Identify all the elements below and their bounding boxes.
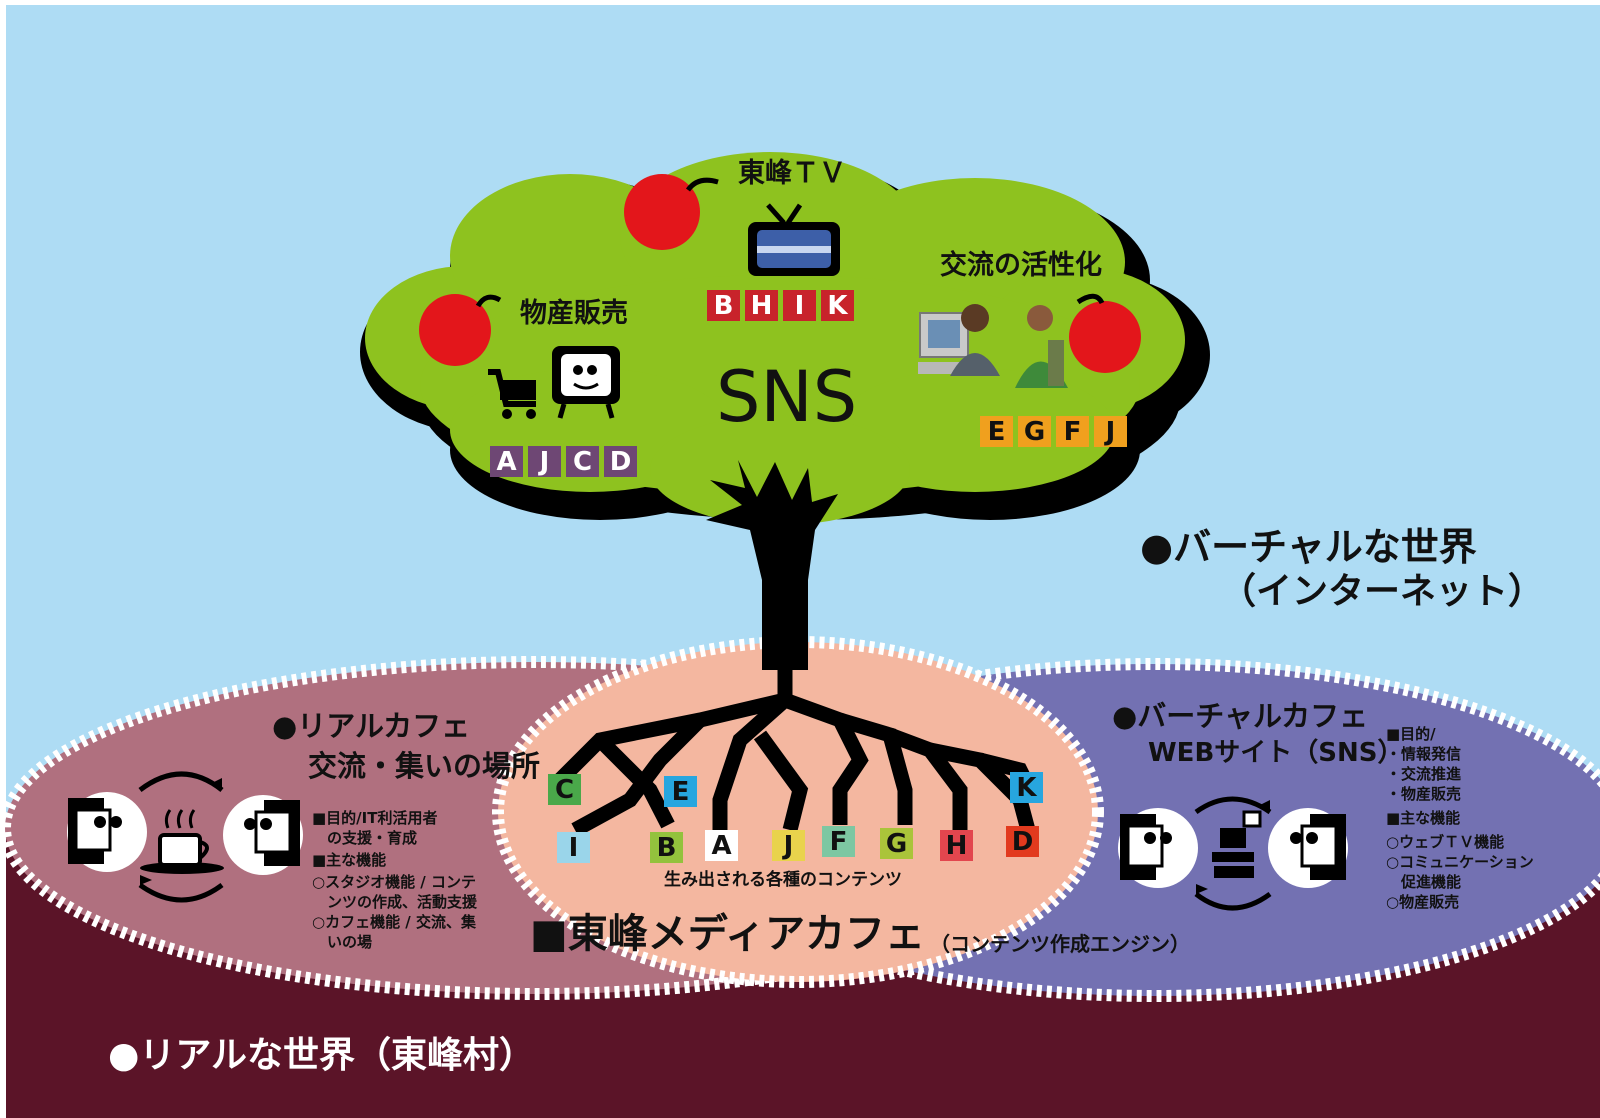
exchange-label: 交流の活性化: [940, 250, 1102, 281]
goods-code-badge: C: [566, 446, 599, 477]
goods-label: 物産販売: [520, 298, 628, 329]
real-cafe-line: ■主な機能: [312, 851, 387, 869]
content-code-box: H: [940, 830, 973, 861]
people-computer-image: [918, 304, 1068, 388]
real-world-title: ●リアルな世界（東峰村）: [108, 1035, 536, 1076]
virtual-world-title: ●バーチャルな世界: [1140, 525, 1477, 569]
content-code-box: C: [548, 774, 581, 805]
contents-caption: 生み出される各種のコンテンツ: [664, 870, 902, 890]
content-code-box: D: [1006, 826, 1039, 857]
virtual-cafe-line: ■主な機能: [1386, 809, 1461, 827]
exchange-code-badge: E: [980, 416, 1013, 447]
real-cafe-line: の支援・育成: [312, 829, 418, 847]
virtual-cafe-line: ○物産販売: [1386, 893, 1460, 911]
virtual-cafe-line: ○コミュニケーション: [1386, 853, 1534, 871]
content-code-box: I: [557, 832, 590, 863]
tv-icon: [748, 203, 840, 276]
tree-foliage: [365, 152, 1185, 525]
real-cafe-line: いの場: [312, 933, 373, 951]
real-cafe-line: ○スタジオ機能 / コンテ: [312, 873, 477, 891]
apple-tv: [624, 174, 719, 250]
real-cafe-people-icon: [67, 771, 303, 903]
exchange-code-badge: G: [1018, 416, 1051, 447]
content-code-box: F: [822, 826, 855, 857]
exchange-codes: E G F J: [980, 416, 1132, 447]
real-cafe-line: ■目的/IT利活用者: [312, 809, 438, 827]
virtual-cafe-subtitle: WEBサイト（SNS）: [1148, 738, 1404, 768]
virtual-world-subtitle: （インターネット）: [1220, 571, 1545, 612]
exchange-code-badge: J: [1094, 416, 1127, 447]
real-cafe-details: ■目的/IT利活用者 の支援・育成 ■主な機能 ○スタジオ機能 / コンテ ンツ…: [312, 808, 477, 952]
content-code-box: A: [705, 830, 738, 861]
content-code-box: J: [772, 830, 805, 861]
virtual-cafe-line: ・物産販売: [1386, 785, 1462, 803]
content-code-box: E: [664, 776, 697, 807]
tv-code-badge: B: [707, 290, 740, 321]
virtual-cafe-line: 促進機能: [1386, 873, 1462, 891]
goods-codes: A J C D: [490, 446, 642, 477]
shopping-computer-icon: [488, 346, 620, 419]
content-code-box: G: [880, 828, 913, 859]
real-cafe-line: ○カフェ機能 / 交流、集: [312, 913, 477, 931]
media-cafe-title: ■東峰メディアカフェ: [530, 911, 925, 957]
exchange-code-badge: F: [1056, 416, 1089, 447]
tv-codes: B H I K: [707, 290, 859, 321]
real-cafe-line: ンツの作成、活動支援: [312, 893, 478, 911]
tv-code-badge: K: [821, 290, 854, 321]
virtual-cafe-details: ■目的/ ・情報発信 ・交流推進 ・物産販売 ■主な機能 ○ウェブＴＶ機能 ○コ…: [1386, 724, 1534, 912]
sns-label: SNS: [716, 356, 858, 438]
tv-code-badge: I: [783, 290, 816, 321]
content-code-box: B: [650, 832, 683, 863]
goods-code-badge: J: [528, 446, 561, 477]
virtual-cafe-title: ●バーチャルカフェ: [1112, 699, 1369, 733]
tv-code-badge: H: [745, 290, 778, 321]
goods-code-badge: A: [490, 446, 523, 477]
tree-trunk: [706, 460, 838, 670]
tv-label: 東峰ＴＶ: [738, 158, 846, 189]
real-cafe-title: ●リアルカフェ: [272, 709, 471, 743]
apple-goods: [419, 294, 502, 366]
real-cafe-subtitle: 交流・集いの場所: [308, 749, 541, 783]
goods-code-badge: D: [604, 446, 637, 477]
virtual-cafe-people-icon: [1118, 796, 1348, 911]
virtual-cafe-line: ○ウェブＴＶ機能: [1386, 833, 1505, 851]
virtual-cafe-line: ・情報発信: [1386, 745, 1462, 763]
apple-exchange: [1069, 293, 1141, 373]
media-cafe-note: （コンテンツ作成エンジン）: [930, 932, 1190, 956]
virtual-cafe-line: ・交流推進: [1386, 765, 1462, 783]
virtual-cafe-line: ■目的/: [1386, 725, 1436, 743]
content-code-box: K: [1010, 772, 1043, 803]
